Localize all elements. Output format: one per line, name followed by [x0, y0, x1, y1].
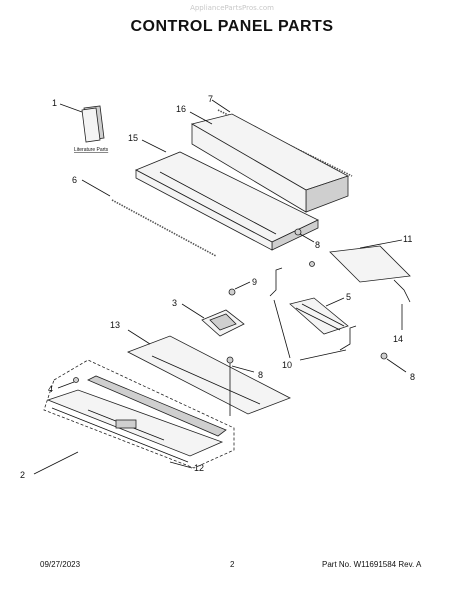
part-4-screw: 4	[48, 377, 79, 394]
part-11-bracket: 11	[309, 234, 412, 283]
callout-13: 13	[110, 320, 120, 330]
callout-8c: 8	[410, 372, 415, 382]
callout-3: 3	[172, 298, 177, 308]
part-12-trim: 12	[87, 375, 227, 473]
callout-11: 11	[403, 234, 412, 244]
part-2-control-panel-assembly: 2	[20, 359, 235, 480]
part-8-screw-top: 8	[294, 228, 320, 250]
part-3-control-board: 3	[172, 298, 245, 337]
callout-14: 14	[393, 334, 403, 344]
part-6-rod: 6	[72, 175, 217, 257]
footer-date: 09/27/2023	[40, 560, 81, 569]
footer-page-number: 2	[230, 560, 235, 569]
callout-7: 7	[208, 94, 213, 104]
part-5-blower: 5	[289, 292, 351, 335]
part-8-screw-middle: 8	[226, 356, 263, 416]
callout-15: 15	[128, 133, 138, 143]
callout-12: 12	[194, 463, 204, 473]
callout-8b: 8	[258, 370, 263, 380]
callout-4: 4	[48, 384, 53, 394]
part-16-top-cover: 16	[176, 104, 350, 213]
callout-6: 6	[72, 175, 77, 185]
part-15-control-housing: 15	[128, 133, 319, 251]
callout-10: 10	[282, 360, 292, 370]
footer-part-number: Part No. W11691584 Rev. A	[322, 560, 422, 569]
part-10-brackets: 10	[269, 267, 357, 370]
callout-9: 9	[252, 277, 257, 287]
callout-5: 5	[346, 292, 351, 302]
literature-parts-label: Literature Parts	[74, 147, 109, 153]
literature-booklet: 1 Literature Parts	[52, 98, 109, 153]
part-9-screw: 9	[228, 277, 257, 296]
callout-8a: 8	[315, 240, 320, 250]
watermark: AppliancePartsPros.com	[190, 4, 274, 12]
callout-1: 1	[52, 98, 57, 108]
part-13-board-plate: 13	[110, 320, 291, 415]
callout-16: 16	[176, 104, 186, 114]
part-14-bracket: 14	[393, 279, 411, 344]
page-title: CONTROL PANEL PARTS	[130, 18, 334, 35]
part-8-screw-right: 8	[380, 352, 415, 382]
callout-2: 2	[20, 470, 25, 480]
